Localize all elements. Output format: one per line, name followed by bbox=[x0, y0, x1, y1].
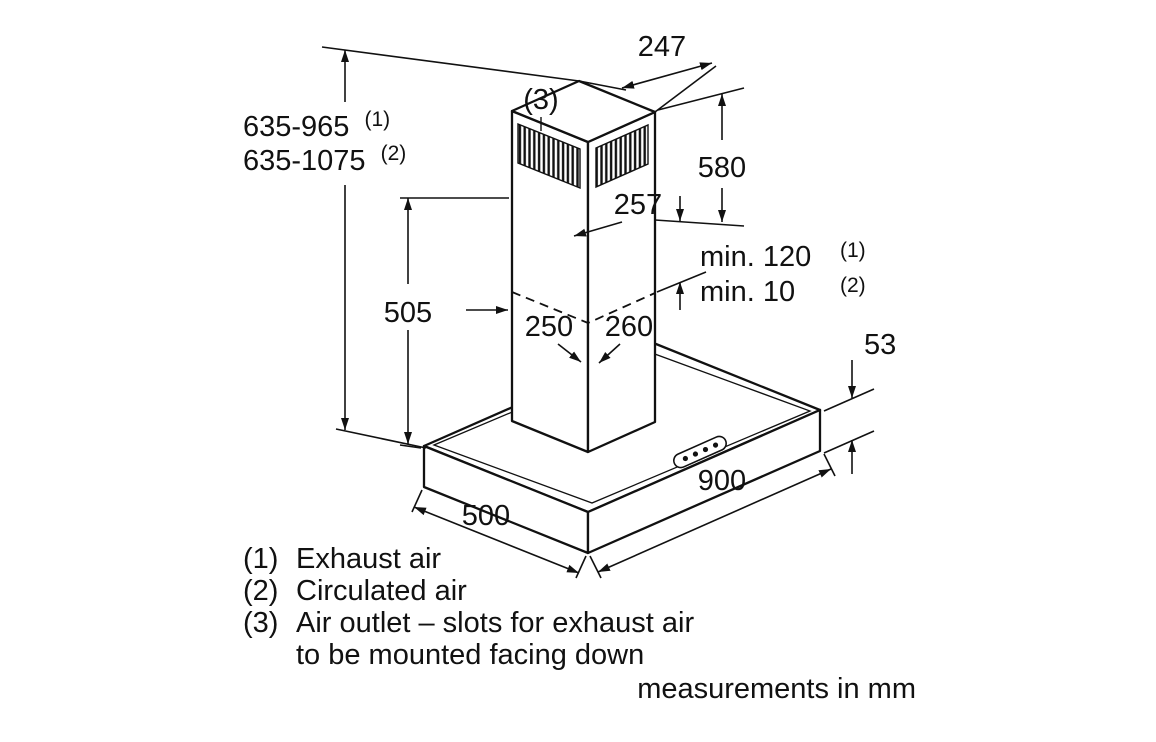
dim-247-line bbox=[621, 62, 713, 89]
legend-prefix-3: (3) bbox=[243, 607, 278, 639]
units-note: measurements in mm bbox=[637, 673, 916, 705]
min-exhaust-sup: (1) bbox=[840, 239, 866, 262]
legend-item-exhaust: (1) Exhaust air bbox=[243, 543, 441, 575]
control-button-4 bbox=[712, 442, 719, 448]
dim-label-257: 257 bbox=[614, 189, 662, 221]
height-exhaust-sup: (1) bbox=[365, 108, 391, 131]
dim-label-250: 250 bbox=[525, 311, 573, 343]
outlet-slots-left-face bbox=[517, 122, 581, 190]
dim-580-ext-bottom bbox=[654, 219, 745, 227]
dim-label-247: 247 bbox=[638, 31, 686, 63]
legend-prefix-2: (2) bbox=[243, 575, 278, 607]
control-button-2 bbox=[692, 451, 699, 457]
min-recirc-sup: (2) bbox=[840, 274, 866, 297]
outlet-slots-right-face bbox=[595, 123, 649, 189]
dim-label-height-exhaust: 635-965 (1) bbox=[243, 108, 390, 143]
control-button-1 bbox=[682, 455, 688, 462]
dim-580-ext-top bbox=[657, 87, 745, 111]
dim-label-900: 900 bbox=[698, 465, 746, 497]
min-recirc-value: min. 10 bbox=[700, 276, 795, 308]
min-overlap-ext-line bbox=[656, 271, 707, 293]
dim-900-line bbox=[597, 468, 832, 573]
dim-900-ext-left bbox=[589, 555, 602, 579]
dim-500-ext-right bbox=[575, 555, 587, 579]
dim-53-ext-bottom bbox=[823, 430, 875, 454]
legend-text-4: to be mounted facing down bbox=[296, 639, 644, 671]
height-ext-top bbox=[321, 46, 580, 82]
legend-prefix-1: (1) bbox=[243, 543, 278, 575]
dim-label-505: 505 bbox=[384, 297, 432, 329]
min-exhaust-value: min. 120 bbox=[700, 241, 811, 273]
outlet-marker-label: (3) bbox=[523, 84, 558, 116]
legend-text-3: Air outlet – slots for exhaust air bbox=[296, 607, 694, 639]
height-recirc-value: 635-1075 bbox=[243, 145, 366, 177]
control-panel bbox=[673, 435, 727, 469]
dim-500-line bbox=[413, 506, 580, 574]
height-exhaust-value: 635-965 bbox=[243, 111, 349, 143]
dimension-labels: 247 (3) 635-965 (1) 635-1075 (2) 257 580… bbox=[243, 31, 896, 532]
dim-label-580: 580 bbox=[698, 152, 746, 184]
dim-label-500: 500 bbox=[462, 500, 510, 532]
legend-text-2: Circulated air bbox=[296, 575, 467, 607]
dimension-lines bbox=[321, 46, 875, 579]
dim-label-min-recirc: min. 10 (2) bbox=[700, 274, 866, 308]
legend-item-circulated: (2) Circulated air bbox=[243, 575, 467, 607]
telescopic-joint-dashed-line bbox=[511, 291, 656, 324]
dim-53-ext-top bbox=[823, 388, 875, 412]
height-recirc-sup: (2) bbox=[381, 142, 407, 165]
legend-item-outlet: (3) Air outlet – slots for exhaust air bbox=[243, 607, 694, 639]
dim-260-leader-arrow bbox=[598, 343, 621, 364]
legend: (1) Exhaust air (2) Circulated air (3) A… bbox=[243, 543, 916, 705]
dim-label-260: 260 bbox=[605, 311, 653, 343]
legend-text-1: Exhaust air bbox=[296, 543, 441, 575]
dim-505-ext-bottom bbox=[399, 444, 422, 449]
dim-247-ext-left bbox=[578, 80, 627, 91]
dim-250-leader-arrow bbox=[557, 343, 582, 363]
dim-label-height-recirc: 635-1075 (2) bbox=[243, 142, 406, 177]
dim-label-min-exhaust: min. 120 (1) bbox=[700, 239, 866, 273]
legend-item-outlet-cont: to be mounted facing down bbox=[296, 639, 644, 671]
height-ext-bottom bbox=[335, 428, 427, 449]
dim-label-53: 53 bbox=[864, 329, 896, 361]
dim-500-ext-left bbox=[411, 489, 423, 513]
air-outlet-slots bbox=[517, 117, 649, 190]
dim-257-leader-arrow bbox=[573, 221, 623, 237]
control-button-3 bbox=[702, 446, 709, 453]
dim-247-ext-right bbox=[654, 65, 717, 113]
dim-900-ext-right bbox=[823, 453, 836, 477]
